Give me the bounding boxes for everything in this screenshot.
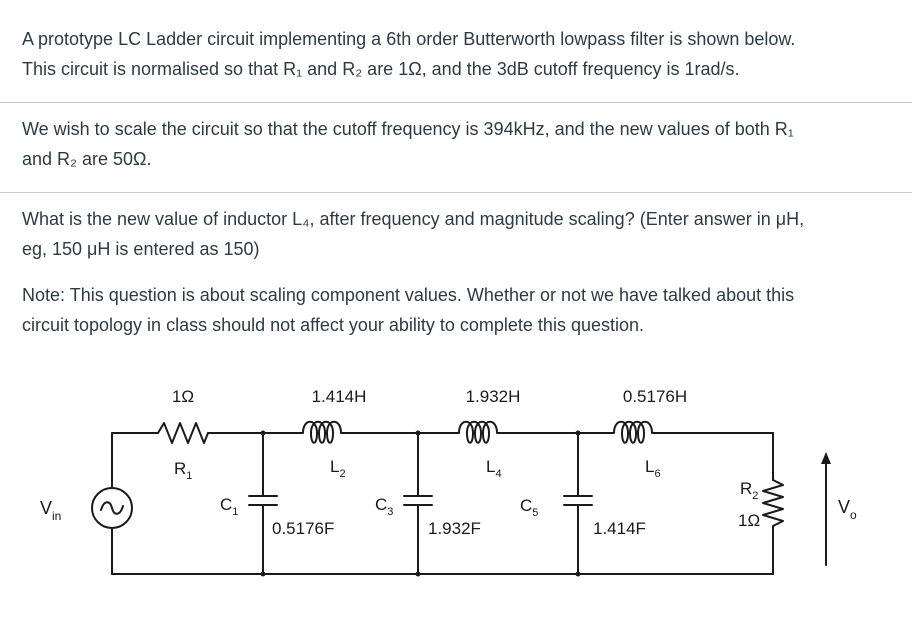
junction-dot	[575, 430, 581, 436]
paragraph-line: circuit topology in class should not aff…	[22, 315, 645, 335]
junction-dot	[260, 571, 266, 577]
paragraph-scaling: We wish to scale the circuit so that the…	[22, 114, 892, 174]
r1-label: R1	[174, 459, 192, 482]
junction-dot	[415, 571, 421, 577]
l6-value: 0.5176H	[623, 387, 687, 406]
l4-value: 1.932H	[466, 387, 521, 406]
paragraph-line: We wish to scale the circuit so that the…	[22, 119, 794, 139]
r2-value: 1Ω	[738, 511, 760, 530]
c1-label: C1	[220, 495, 238, 518]
junction-dot	[575, 571, 581, 577]
vo-label: Vo	[838, 497, 857, 522]
resistor-r2-symbol	[762, 479, 784, 527]
paragraph-line: This circuit is normalised so that R₁ an…	[22, 59, 740, 79]
junction-dot	[415, 430, 421, 436]
l6-label: L6	[645, 457, 661, 480]
inductor-l2-symbol	[297, 420, 383, 444]
paragraph-line: Note: This question is about scaling com…	[22, 285, 795, 305]
paragraph-description: A prototype LC Ladder circuit implementi…	[22, 24, 892, 84]
resistor-r1-symbol	[157, 422, 209, 444]
l2-label: L2	[330, 457, 346, 480]
divider	[0, 102, 912, 103]
ladder-circuit-diagram: Vin Vo 1Ω R1 1.414H L2 1.932H L4 0.5176H…	[40, 387, 857, 577]
c1-value: 0.5176F	[272, 519, 334, 538]
paragraph-note: Note: This question is about scaling com…	[22, 280, 892, 340]
sine-wave-icon	[100, 501, 124, 515]
r2-label: R2	[740, 479, 758, 502]
junction-dot	[260, 430, 266, 436]
c5-label: C5	[520, 496, 538, 519]
vin-label: Vin	[40, 498, 61, 523]
c3-label: C3	[375, 495, 393, 518]
divider	[0, 192, 912, 193]
paragraph-line: eg, 150 μH is entered as 150)	[22, 239, 260, 259]
inductor-l4-symbol	[453, 420, 539, 444]
r1-value: 1Ω	[172, 387, 194, 406]
paragraph-line: and R₂ are 50Ω.	[22, 149, 152, 169]
l2-value: 1.414H	[312, 387, 367, 406]
c5-value: 1.414F	[593, 519, 646, 538]
inductor-l6-symbol	[608, 420, 694, 444]
c3-value: 1.932F	[428, 519, 481, 538]
paragraph-line: A prototype LC Ladder circuit implementi…	[22, 29, 796, 49]
arrow-head-icon	[821, 452, 831, 464]
paragraph-question: What is the new value of inductor L₄, af…	[22, 204, 892, 264]
l4-label: L4	[486, 457, 502, 480]
paragraph-line: What is the new value of inductor L₄, af…	[22, 209, 805, 229]
